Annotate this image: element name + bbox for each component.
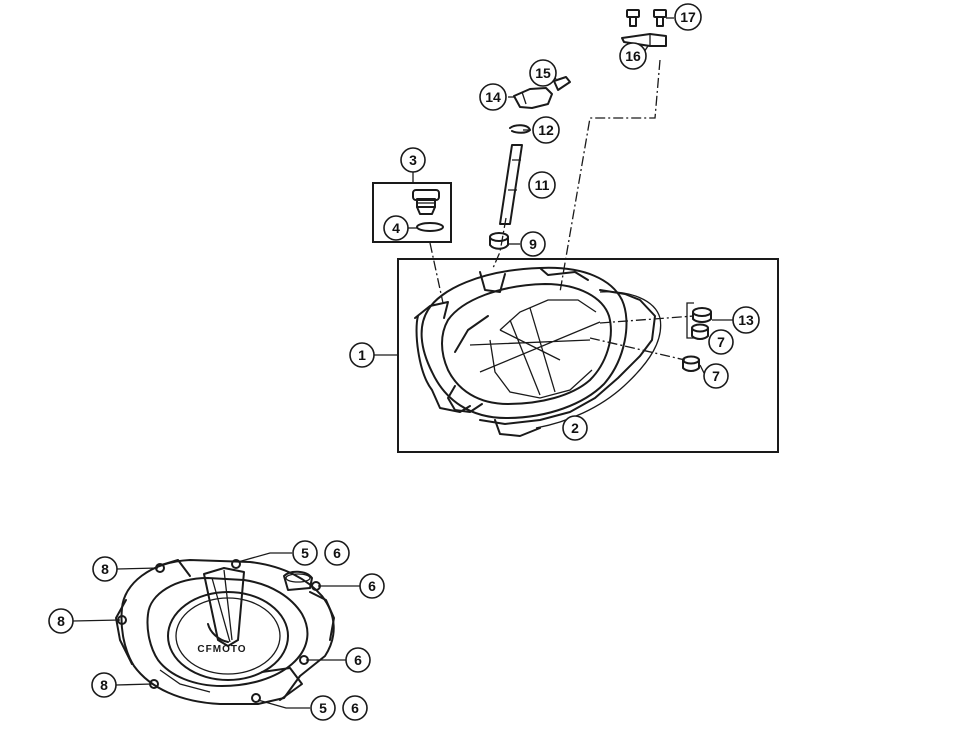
collar-part-7-lower bbox=[682, 355, 700, 372]
svg-text:8: 8 bbox=[101, 561, 109, 577]
svg-text:12: 12 bbox=[538, 122, 554, 138]
lever-part-14 bbox=[513, 87, 553, 109]
gasket-part-2 bbox=[535, 291, 662, 429]
callout-15: 15 bbox=[529, 59, 557, 87]
svg-text:6: 6 bbox=[333, 545, 341, 561]
logo-text: CFMOTO bbox=[197, 644, 246, 655]
callout-17: 17 bbox=[674, 3, 702, 31]
callout-13: 13 bbox=[732, 306, 760, 334]
svg-text:4: 4 bbox=[392, 220, 400, 236]
svg-text:5: 5 bbox=[319, 700, 327, 716]
svg-text:6: 6 bbox=[368, 578, 376, 594]
callout-4: 4 bbox=[383, 215, 409, 241]
clutch-cover-assembled bbox=[115, 559, 335, 705]
svg-text:17: 17 bbox=[680, 9, 696, 25]
svg-text:16: 16 bbox=[625, 48, 641, 64]
bolt-part-15 bbox=[553, 76, 571, 91]
callout-6-top: 6 bbox=[324, 540, 350, 566]
svg-text:2: 2 bbox=[571, 420, 579, 436]
callout-1: 1 bbox=[349, 342, 375, 368]
leader-13 bbox=[599, 315, 695, 324]
callout-6-bottom: 6 bbox=[342, 695, 368, 721]
callout-16: 16 bbox=[619, 42, 647, 70]
svg-text:7: 7 bbox=[712, 368, 720, 384]
svg-text:13: 13 bbox=[738, 312, 754, 328]
callout-2: 2 bbox=[562, 415, 588, 441]
shaft-part-11 bbox=[499, 144, 523, 225]
leader-16 bbox=[559, 59, 661, 293]
callout-7-lower: 7 bbox=[703, 363, 729, 389]
collar-part-7-upper bbox=[691, 323, 709, 340]
svg-text:14: 14 bbox=[485, 89, 501, 105]
bush-part-13 bbox=[692, 307, 712, 323]
svg-text:3: 3 bbox=[409, 152, 417, 168]
leader-3 bbox=[429, 242, 444, 304]
callout-9: 9 bbox=[520, 231, 546, 257]
callout-3: 3 bbox=[400, 147, 426, 173]
seal-part-9 bbox=[489, 232, 509, 250]
callout-14: 14 bbox=[479, 83, 507, 111]
callout-11: 11 bbox=[528, 171, 556, 199]
callout-8-middle: 8 bbox=[48, 608, 74, 634]
svg-text:8: 8 bbox=[100, 677, 108, 693]
bottom-assembled-view: CFMOTO bbox=[72, 552, 360, 709]
svg-text:6: 6 bbox=[354, 652, 362, 668]
svg-text:6: 6 bbox=[351, 700, 359, 716]
callout-6-right-upper: 6 bbox=[359, 573, 385, 599]
bolts-part-17 bbox=[626, 9, 667, 27]
circlip-part-12 bbox=[509, 124, 531, 134]
leader-7 bbox=[589, 337, 686, 361]
callout-7-upper: 7 bbox=[708, 329, 734, 355]
assembly-frame-3 bbox=[372, 182, 452, 243]
svg-text:15: 15 bbox=[535, 65, 551, 81]
oil-plug-part-3 bbox=[412, 189, 440, 215]
svg-text:7: 7 bbox=[717, 334, 725, 350]
bracket-13-7 bbox=[686, 302, 694, 339]
callout-8-bottom: 8 bbox=[91, 672, 117, 698]
callout-12: 12 bbox=[532, 116, 560, 144]
svg-text:11: 11 bbox=[535, 177, 550, 193]
callout-6-right-lower: 6 bbox=[345, 647, 371, 673]
top-exploded-view bbox=[372, 9, 779, 453]
svg-text:1: 1 bbox=[358, 347, 366, 363]
callout-5-bottom: 5 bbox=[310, 695, 336, 721]
callout-5-top: 5 bbox=[292, 540, 318, 566]
leader-11 bbox=[492, 217, 507, 269]
o-ring-part-4 bbox=[416, 222, 444, 232]
callout-8-top: 8 bbox=[92, 556, 118, 582]
assembly-frame-1 bbox=[397, 258, 779, 453]
pin-part-16 bbox=[621, 33, 667, 47]
clutch-cover-part-1 bbox=[414, 266, 656, 437]
svg-text:8: 8 bbox=[57, 613, 65, 629]
svg-text:5: 5 bbox=[301, 545, 309, 561]
svg-text:9: 9 bbox=[529, 236, 537, 252]
